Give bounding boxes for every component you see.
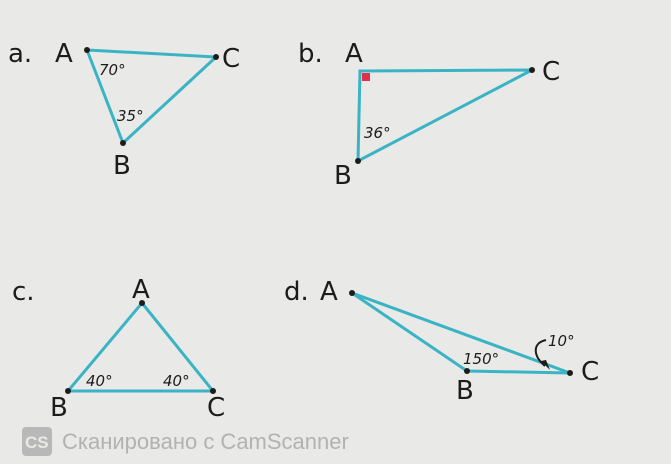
angle-d-B: 150° bbox=[463, 350, 499, 368]
angle-a-B: 35° bbox=[117, 107, 144, 125]
label-c-A: A bbox=[132, 275, 150, 305]
triangle-b: b. A C B 36° bbox=[298, 39, 560, 191]
camscanner-watermark: CS Сканировано с CamScanner bbox=[22, 427, 349, 456]
vertex-d-A bbox=[349, 290, 355, 296]
problem-label-d: d. bbox=[284, 277, 309, 307]
vertex-a-B bbox=[120, 140, 126, 146]
camscanner-logo-text: CS bbox=[25, 433, 49, 452]
label-a-C: C bbox=[222, 44, 240, 74]
label-d-C: C bbox=[581, 357, 599, 387]
triangle-c: c. A B C 40° 40° bbox=[12, 275, 225, 423]
label-c-B: B bbox=[50, 393, 68, 423]
triangle-d: d. A B C 150° 10° bbox=[284, 277, 599, 406]
problem-label-b: b. bbox=[298, 39, 323, 69]
vertex-d-B bbox=[464, 368, 470, 374]
label-b-B: B bbox=[334, 161, 352, 191]
problem-label-a: a. bbox=[8, 39, 32, 69]
angle-d-C: 10° bbox=[548, 332, 575, 350]
label-a-A: A bbox=[55, 39, 73, 69]
label-d-B: B bbox=[456, 376, 474, 406]
vertex-b-B bbox=[355, 158, 361, 164]
angle-c-B: 40° bbox=[86, 372, 113, 390]
angle-b-B: 36° bbox=[364, 124, 391, 142]
right-angle-mark bbox=[362, 73, 370, 81]
triangle-a-edges bbox=[84, 48, 220, 146]
vertex-a-A bbox=[84, 47, 90, 53]
angle-c-C: 40° bbox=[163, 372, 190, 390]
label-a-B: B bbox=[113, 151, 131, 181]
angle-a-A: 70° bbox=[99, 61, 126, 79]
label-d-A: A bbox=[320, 277, 338, 307]
triangle-c-edges bbox=[64, 300, 217, 393]
vertex-c-C bbox=[210, 388, 216, 394]
triangle-a: a. A C B 70° 35° bbox=[8, 39, 240, 181]
watermark-text: Сканировано с CamScanner bbox=[62, 429, 349, 454]
vertex-b-C bbox=[529, 67, 535, 73]
angle-arrow-icon bbox=[534, 339, 547, 367]
triangle-b-edges bbox=[356, 68, 533, 164]
label-c-C: C bbox=[207, 393, 225, 423]
vertex-d-C bbox=[567, 370, 573, 376]
arrowhead-icon bbox=[541, 360, 550, 370]
camscanner-logo-icon bbox=[22, 427, 52, 456]
problem-label-c: c. bbox=[12, 277, 35, 307]
label-b-C: C bbox=[542, 57, 560, 87]
vertex-a-C bbox=[213, 54, 219, 60]
vertex-c-A bbox=[139, 300, 145, 306]
vertex-c-B bbox=[65, 388, 71, 394]
label-b-A: A bbox=[345, 39, 363, 69]
triangle-d-edges bbox=[351, 291, 571, 375]
